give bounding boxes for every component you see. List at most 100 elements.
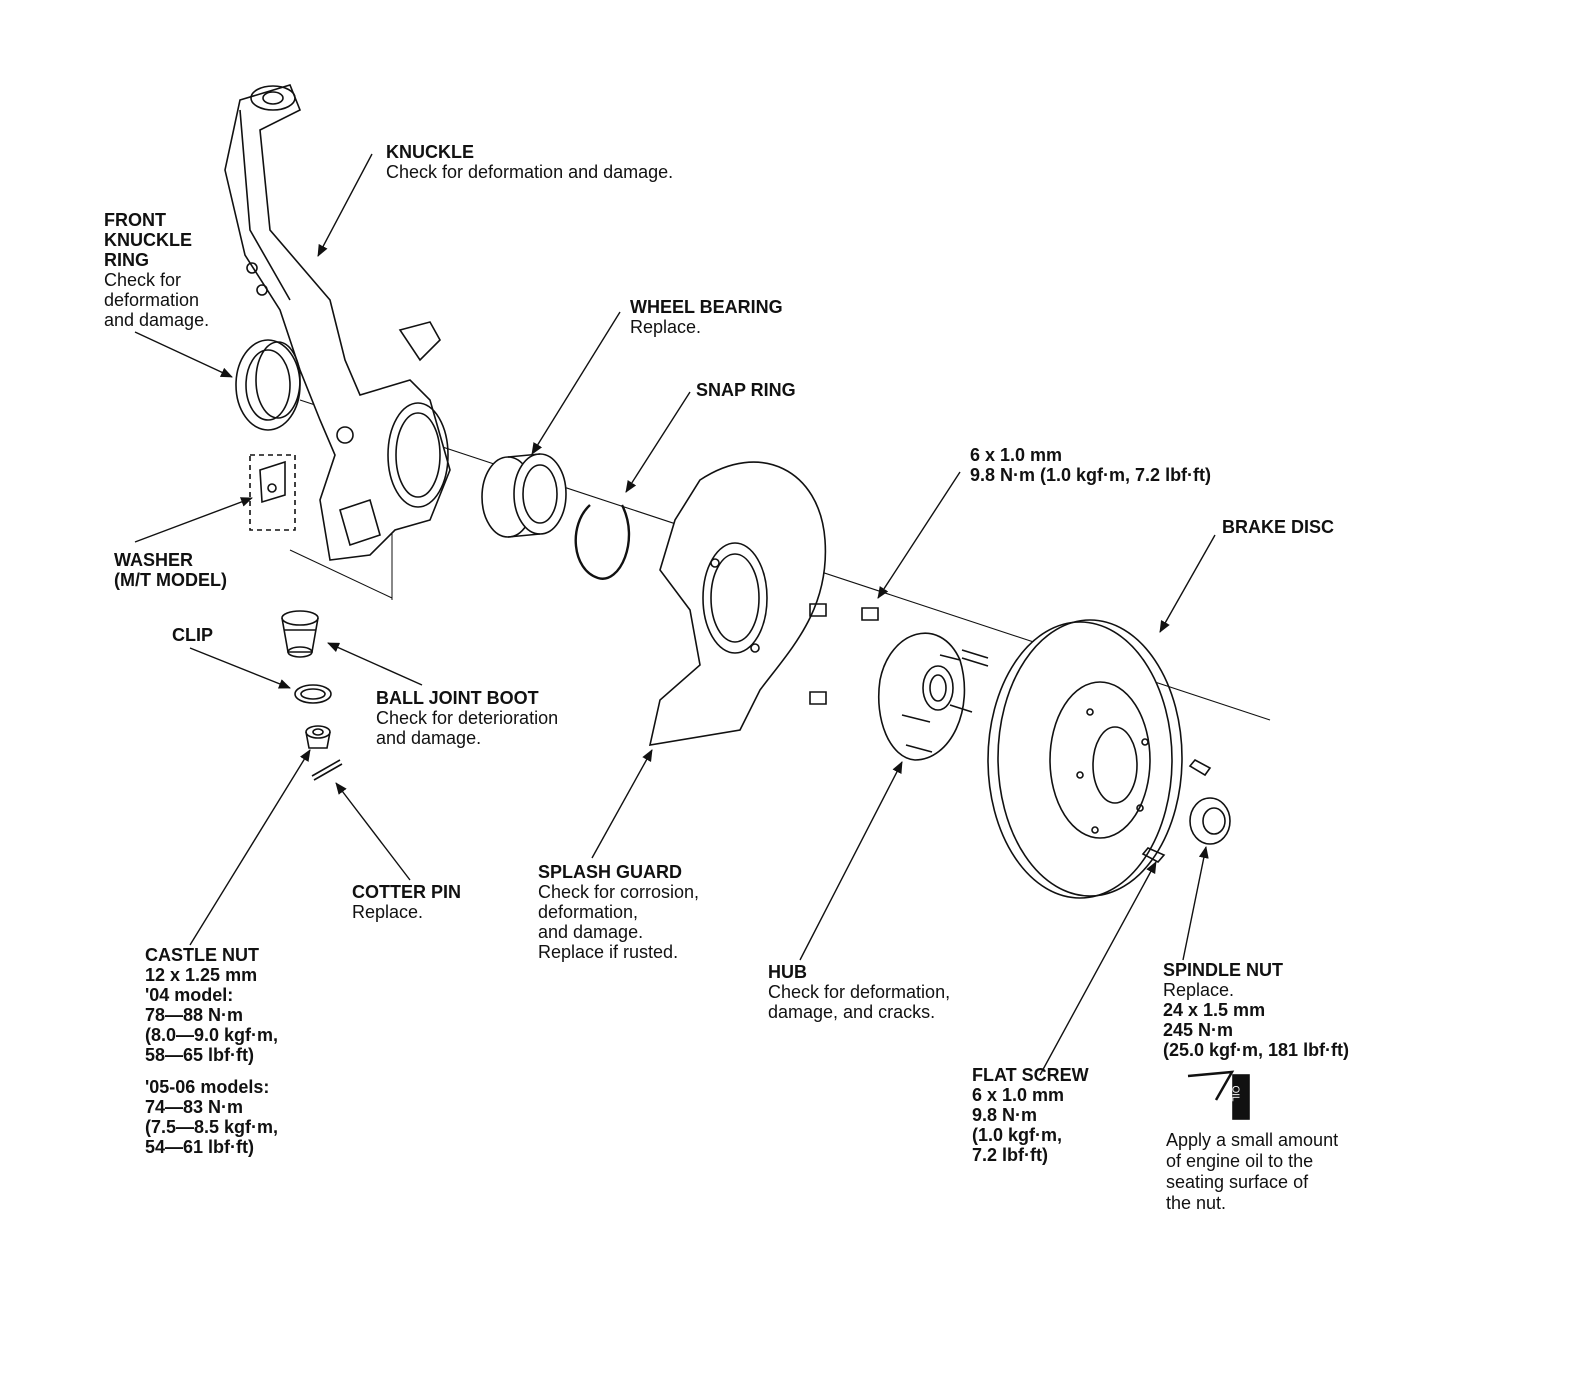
- splash-guard-desc-1: Check for corrosion,: [538, 882, 700, 902]
- cotter-pin-desc: Replace.: [352, 902, 424, 922]
- castle-nut-04-line-5: 58—65 lbf·ft): [145, 1045, 255, 1065]
- wheel-bearing-label: WHEEL BEARING Replace.: [630, 297, 783, 337]
- flat-screw-leader: [1039, 861, 1157, 1076]
- front-knuckle-ring-leader: [134, 331, 233, 378]
- splash-guard-desc-4: Replace if rusted.: [538, 942, 679, 962]
- spindle-nut-label: SPINDLE NUT Replace. 24 x 1.5 mm 245 N·m…: [1163, 960, 1349, 1060]
- bolt-spec-line-1: 6 x 1.0 mm: [970, 445, 1063, 465]
- oil-note-line-2: of engine oil to the: [1166, 1151, 1314, 1171]
- front-knuckle-ring-title-2: KNUCKLE: [104, 230, 192, 250]
- cotter-pin-title: COTTER PIN: [352, 882, 462, 902]
- clip-label: CLIP: [172, 625, 213, 645]
- castle-nut-04-line-1: 12 x 1.25 mm: [145, 965, 258, 985]
- snap-ring-leader: [625, 391, 691, 493]
- castle-nut-title: CASTLE NUT: [145, 945, 259, 965]
- hub-part: [878, 632, 989, 761]
- splash-guard-bolts: [809, 603, 879, 705]
- oil-note: Apply a small amount of engine oil to th…: [1166, 1130, 1338, 1214]
- flat-screw-label: FLAT SCREW 6 x 1.0 mm 9.8 N·m (1.0 kgf·m…: [972, 1065, 1089, 1165]
- brake-disc-leader: [1159, 534, 1216, 633]
- washer-leader: [134, 497, 253, 543]
- spindle-nut-line-2: 245 N·m: [1163, 1020, 1234, 1040]
- ball-joint-boot-part: [281, 610, 319, 658]
- front-knuckle-ring-desc-2: deformation: [104, 290, 200, 310]
- splash-guard-desc-3: and damage.: [538, 922, 644, 942]
- castle-nut-label: CASTLE NUT 12 x 1.25 mm '04 model: 78—88…: [145, 945, 278, 1157]
- hub-leader: [799, 761, 903, 961]
- washer-part: [249, 454, 296, 531]
- ball-joint-boot-leader: [327, 642, 423, 686]
- clip-leader: [189, 647, 291, 689]
- washer-title-1: WASHER: [114, 550, 194, 570]
- castle-nut-05-line-3: (7.5—8.5 kgf·m,: [145, 1117, 279, 1137]
- wheel-bearing-desc: Replace.: [630, 317, 702, 337]
- castle-nut-04-line-4: (8.0—9.0 kgf·m,: [145, 1025, 279, 1045]
- clip-part: [294, 684, 332, 704]
- knuckle-leader: [317, 153, 373, 257]
- oil-note-line-1: Apply a small amount: [1166, 1130, 1339, 1150]
- front-knuckle-ring-part: [235, 339, 301, 431]
- ball-joint-guide-line: [289, 549, 393, 599]
- spindle-nut-part: [1189, 797, 1231, 845]
- hub-title: HUB: [768, 962, 807, 982]
- oil-note-line-3: seating surface of: [1166, 1172, 1309, 1192]
- front-knuckle-ring-desc-1: Check for: [104, 270, 182, 290]
- hub-label: HUB Check for deformation, damage, and c…: [768, 962, 950, 1022]
- castle-nut-04-line-3: 78—88 N·m: [145, 1005, 244, 1025]
- knuckle-title: KNUCKLE: [386, 142, 474, 162]
- splash-guard-leader: [591, 749, 653, 859]
- hub-desc-1: Check for deformation,: [768, 982, 951, 1002]
- flat-screw-line-3: (1.0 kgf·m,: [972, 1125, 1063, 1145]
- front-knuckle-ring-label: FRONT KNUCKLE RING Check for deformation…: [104, 210, 209, 330]
- knuckle-part: [224, 84, 451, 561]
- castle-nut-04-line-2: '04 model:: [145, 985, 234, 1005]
- brake-disc-label: BRAKE DISC: [1222, 517, 1334, 537]
- bolt-spec-leader: [877, 471, 961, 599]
- brake-disc-title: BRAKE DISC: [1222, 517, 1335, 537]
- oil-can-text: OIL: [1229, 1085, 1241, 1102]
- snap-ring-label: SNAP RING: [696, 380, 796, 400]
- front-knuckle-ring-title-1: FRONT: [104, 210, 166, 230]
- ball-joint-boot-desc-2: and damage.: [376, 728, 482, 748]
- washer-title-2: (M/T MODEL): [114, 570, 227, 590]
- spindle-nut-desc: Replace.: [1163, 980, 1235, 1000]
- wheel-bearing-title: WHEEL BEARING: [630, 297, 783, 317]
- snap-ring-part: [574, 504, 631, 580]
- flat-screw-title: FLAT SCREW: [972, 1065, 1089, 1085]
- snap-ring-title: SNAP RING: [696, 380, 796, 400]
- castle-nut-part: [305, 725, 331, 749]
- ball-joint-boot-label: BALL JOINT BOOT Check for deterioration …: [376, 688, 558, 748]
- castle-nut-05-line-2: 74—83 N·m: [145, 1097, 244, 1117]
- front-knuckle-ring-title-3: RING: [104, 250, 149, 270]
- ball-joint-boot-desc-1: Check for deterioration: [376, 708, 559, 728]
- washer-label: WASHER (M/T MODEL): [114, 550, 227, 590]
- spindle-nut-line-1: 24 x 1.5 mm: [1163, 1000, 1266, 1020]
- flat-screw-line-1: 6 x 1.0 mm: [972, 1085, 1065, 1105]
- hub-desc-2: damage, and cracks.: [768, 1002, 936, 1022]
- front-knuckle-ring-desc-3: and damage.: [104, 310, 210, 330]
- splash-guard-title: SPLASH GUARD: [538, 862, 683, 882]
- cotter-pin-part: [311, 759, 343, 781]
- ball-joint-boot-title: BALL JOINT BOOT: [376, 688, 539, 708]
- spindle-nut-leader: [1182, 846, 1209, 961]
- splash-guard-desc-2: deformation,: [538, 902, 639, 922]
- oil-note-line-4: the nut.: [1166, 1193, 1227, 1213]
- cotter-pin-leader: [335, 782, 411, 881]
- flat-screw-line-2: 9.8 N·m: [972, 1105, 1038, 1125]
- bolt-spec-label: 6 x 1.0 mm 9.8 N·m (1.0 kgf·m, 7.2 lbf·f…: [970, 445, 1211, 485]
- castle-nut-05-line-1: '05-06 models:: [145, 1077, 270, 1097]
- flat-screw-line-4: 7.2 lbf·ft): [972, 1145, 1048, 1165]
- knuckle-desc: Check for deformation and damage.: [386, 162, 674, 182]
- castle-nut-05-line-4: 54—61 lbf·ft): [145, 1137, 255, 1157]
- wheel-bearing-part: [481, 453, 567, 538]
- bolt-spec-line-2: 9.8 N·m (1.0 kgf·m, 7.2 lbf·ft): [970, 465, 1212, 485]
- wheel-bearing-leader: [531, 311, 621, 455]
- spindle-nut-line-3: (25.0 kgf·m, 181 lbf·ft): [1163, 1040, 1350, 1060]
- oil-can-icon: [1187, 1070, 1250, 1120]
- splash-guard-label: SPLASH GUARD Check for corrosion, deform…: [538, 862, 699, 962]
- knuckle-label: KNUCKLE Check for deformation and damage…: [386, 142, 673, 182]
- castle-nut-leader: [189, 749, 311, 946]
- brake-disc-part: [987, 619, 1183, 899]
- clip-title: CLIP: [172, 625, 214, 645]
